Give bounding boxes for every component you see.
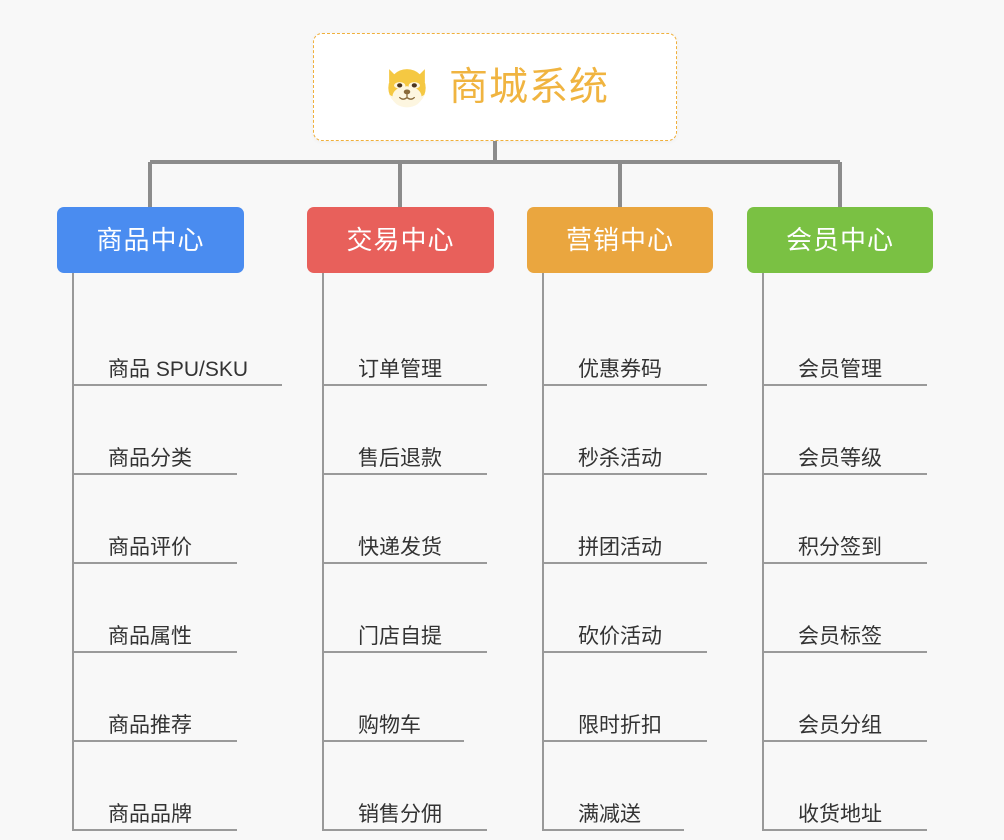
list-item-label: 快递发货 [358,536,442,559]
list-item-label: 会员分组 [798,714,882,737]
list-item[interactable]: 砍价活动 [544,564,747,653]
list-item-label: 商品品牌 [108,803,192,826]
list-item-label: 商品评价 [108,536,192,559]
list-item[interactable]: 商品 SPU/SKU [74,297,282,386]
list-item-label: 优惠券码 [578,358,662,381]
category-items-marketing: 优惠券码 秒杀活动 拼团活动 砍价活动 限时折扣 满减送 [542,273,747,831]
list-item-label: 商品分类 [108,447,192,470]
list-item-label: 会员标签 [798,625,882,648]
category-header-label: 商品中心 [96,225,205,255]
list-item-label: 商品推荐 [108,714,192,737]
list-item-label: 订单管理 [358,358,442,381]
list-item-label: 积分签到 [798,536,882,559]
list-item-label: 限时折扣 [578,714,662,737]
list-item[interactable]: 满减送 [544,742,747,831]
list-item[interactable]: 商品属性 [74,564,277,653]
list-item[interactable]: 会员分组 [764,653,967,742]
list-item-label: 满减送 [578,803,641,826]
list-item-label: 砍价活动 [578,625,662,648]
list-item[interactable]: 收货地址 [764,742,967,831]
list-item[interactable]: 限时折扣 [544,653,747,742]
list-item-label: 会员管理 [798,358,882,381]
category-header-label: 营销中心 [565,225,674,255]
category-column-trade: 交易中心 订单管理 售后退款 快递发货 门店自提 购物车 销售分佣 [307,207,527,831]
list-item-label: 购物车 [358,714,421,737]
category-header-label: 交易中心 [346,225,455,255]
shiba-dog-face-icon [388,69,426,108]
list-item[interactable]: 购物车 [324,653,527,742]
category-header-product[interactable]: 商品中心 [57,207,244,273]
category-items-member: 会员管理 会员等级 积分签到 会员标签 会员分组 收货地址 [762,273,967,831]
list-item[interactable]: 会员标签 [764,564,967,653]
category-items-product: 商品 SPU/SKU 商品分类 商品评价 商品属性 商品推荐 商品品牌 [72,273,282,831]
category-column-product: 商品中心 商品 SPU/SKU 商品分类 商品评价 商品属性 商品推荐 商品品牌 [57,207,282,831]
list-item[interactable]: 商品推荐 [74,653,277,742]
list-item[interactable]: 会员管理 [764,297,967,386]
list-item-label: 商品 SPU/SKU [108,358,249,381]
category-column-marketing: 营销中心 优惠券码 秒杀活动 拼团活动 砍价活动 限时折扣 满减送 [527,207,747,831]
list-item[interactable]: 售后退款 [324,386,527,475]
list-item[interactable]: 优惠券码 [544,297,747,386]
category-header-marketing[interactable]: 营销中心 [527,207,713,273]
list-item[interactable]: 订单管理 [324,297,527,386]
list-item[interactable]: 商品分类 [74,386,277,475]
category-header-label: 会员中心 [785,225,894,255]
category-header-trade[interactable]: 交易中心 [307,207,494,273]
list-item[interactable]: 快递发货 [324,475,527,564]
list-item[interactable]: 商品评价 [74,475,277,564]
list-item[interactable]: 积分签到 [764,475,967,564]
list-item[interactable]: 秒杀活动 [544,386,747,475]
list-item-label: 收货地址 [798,803,882,826]
category-items-trade: 订单管理 售后退款 快递发货 门店自提 购物车 销售分佣 [322,273,527,831]
list-item[interactable]: 商品品牌 [74,742,277,831]
list-item-label: 拼团活动 [578,536,662,559]
root-node-content: 商城系统 [381,61,609,113]
list-item-label: 售后退款 [358,447,442,470]
list-item[interactable]: 会员等级 [764,386,967,475]
category-column-member: 会员中心 会员管理 会员等级 积分签到 会员标签 会员分组 收货地址 [747,207,967,831]
list-item-label: 秒杀活动 [578,447,662,470]
list-item[interactable]: 销售分佣 [324,742,527,831]
list-item-label: 商品属性 [108,625,192,648]
list-item-label: 销售分佣 [358,803,442,826]
root-title: 商城系统 [448,65,609,109]
list-item[interactable]: 拼团活动 [544,475,747,564]
list-item-label: 门店自提 [358,625,442,648]
list-item[interactable]: 门店自提 [324,564,527,653]
list-item-label: 会员等级 [798,447,882,470]
category-header-member[interactable]: 会员中心 [747,207,933,273]
root-node[interactable]: 商城系统 [313,33,677,141]
